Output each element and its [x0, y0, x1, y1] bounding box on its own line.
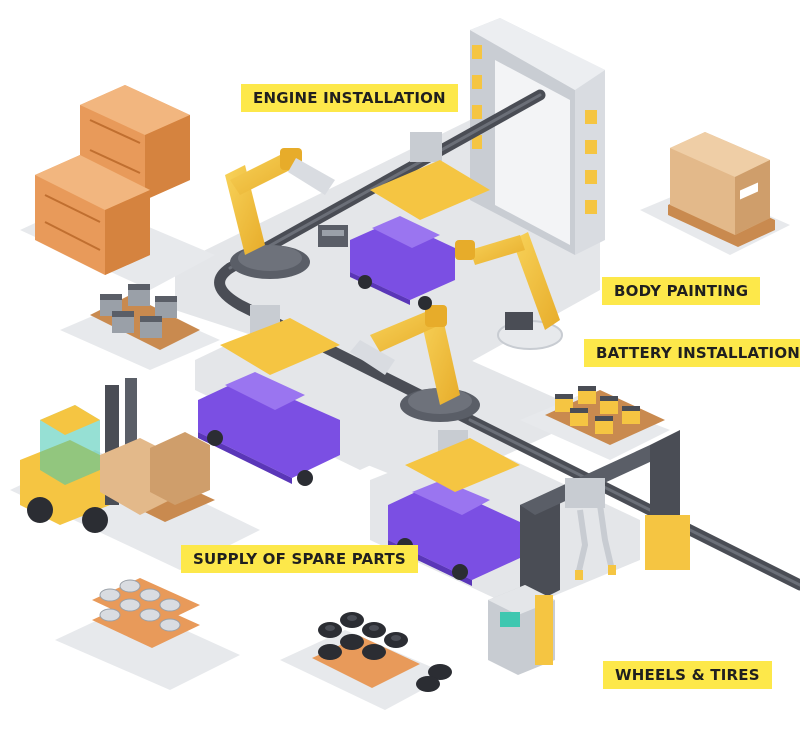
engine-parts-pallet [90, 284, 200, 350]
supply-of-spare-parts-label: SUPPLY OF SPARE PARTS [181, 545, 418, 573]
car-body-2 [198, 318, 340, 486]
robot-arm-painting [455, 232, 563, 350]
robot-arm-battery [350, 305, 480, 422]
conveyor-line [214, 89, 800, 591]
painting-booth [470, 18, 605, 255]
body-painting-label: BODY PAINTING [602, 277, 761, 305]
battery-installation-label: BATTERY INSTALLATION [584, 339, 800, 367]
rims-pallet [92, 578, 200, 648]
cardboard-boxes-pallet [668, 132, 775, 247]
wheel-gantry [520, 430, 690, 610]
control-panel [488, 585, 555, 675]
car-body-1 [350, 160, 490, 310]
wheels-and-tires-label: WHEELS & TIRES [603, 661, 772, 689]
engine-installation-label: ENGINE INSTALLATION [241, 84, 458, 112]
wooden-crates [35, 85, 190, 275]
robot-arm-engine [225, 148, 348, 279]
batteries-pallet [545, 386, 665, 445]
forklift [20, 378, 215, 533]
tires-pallet [312, 612, 452, 692]
